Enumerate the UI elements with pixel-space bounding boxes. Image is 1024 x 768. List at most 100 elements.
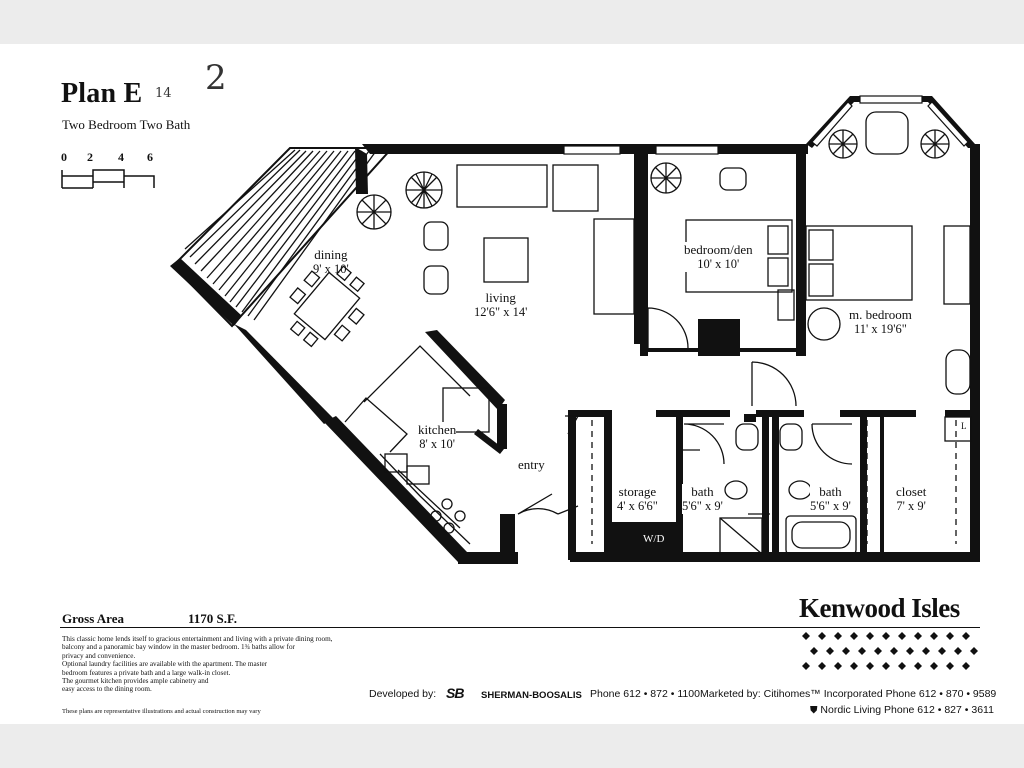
balcony-decking (184, 149, 377, 321)
diamond-ornament (866, 662, 874, 670)
description-line: balcony and a panoramic bay window in th… (62, 643, 295, 652)
description-line: This classic home lends itself to gracio… (62, 635, 333, 643)
diamond-ornament (834, 662, 842, 670)
diamond-ornament (818, 632, 826, 640)
description-line: bedroom features a private bath and a la… (62, 668, 231, 677)
room-label-m-bedroom: m. bedroom 11' x 19'6" (849, 307, 912, 337)
master-bed (805, 225, 913, 301)
scale-label-4: 4 (118, 150, 124, 164)
room-name-storage: storage (618, 484, 657, 499)
room-dim-bedroom-den: 10' x 10' (697, 257, 740, 271)
floor-plan-sheet: Plan E 14 2 Two Bedroom Two Bath 0 2 4 6 (0, 44, 1024, 724)
nordic-shield-icon: ⛊ (810, 705, 818, 716)
scale-bar (61, 169, 155, 189)
nordic-living-text: Nordic Living Phone 612 • 827 • 3611 (820, 704, 994, 716)
description-line: privacy and convenience. (62, 651, 136, 660)
diamond-ornament (882, 632, 890, 640)
dining-table (289, 265, 365, 348)
room-dim-m-bedroom: 11' x 19'6" (853, 322, 907, 336)
room-name-bath-2: bath (819, 484, 842, 499)
room-dim-dining: 9' x 10' (313, 262, 349, 276)
room-label-closet: closet 7' x 9' (896, 484, 926, 514)
room-name-bedroom-den: bedroom/den (684, 242, 753, 257)
windows (563, 95, 969, 155)
floor-plan-drawing (170, 95, 980, 564)
diamond-ornament (802, 662, 810, 670)
room-name-kitchen: kitchen (418, 422, 457, 437)
gross-area-label: Gross Area (62, 611, 124, 626)
room-name-m-bedroom: m. bedroom (849, 307, 912, 322)
diamond-ornament (850, 662, 858, 670)
diamond-ornament (882, 662, 890, 670)
diamond-ornament (970, 647, 978, 655)
diamond-ornament (962, 632, 970, 640)
developer-logo: SB (446, 685, 464, 701)
diamond-ornament (914, 662, 922, 670)
room-label-bedroom-den: bedroom/den 10' x 10' (684, 242, 753, 272)
description-line: Optional laundry facilities are availabl… (62, 660, 268, 669)
diamond-ornament (826, 647, 834, 655)
room-dim-storage: 4' x 6'6" (617, 499, 658, 513)
developer-phone: Phone 612 • 872 • 1100 (590, 688, 700, 700)
room-dim-living: 12'6" x 14' (474, 305, 528, 319)
description-line: easy access to the dining room. (62, 685, 152, 694)
diamond-ornament (874, 647, 882, 655)
couch-right (593, 218, 635, 315)
closet-l-label: L (961, 421, 967, 431)
diamond-ornament (946, 632, 954, 640)
diamond-ornament (938, 647, 946, 655)
developer-name: SHERMAN-BOOSALIS (481, 690, 582, 701)
kitchen-exterior-wall (324, 416, 467, 562)
balcony-wall (170, 258, 242, 326)
description: This classic home lends itself to gracio… (62, 635, 362, 694)
scale-label-6: 6 (147, 150, 153, 164)
footer-rule (60, 627, 980, 628)
room-dim-closet: 7' x 9' (896, 499, 926, 513)
diamond-ornament (922, 647, 930, 655)
room-label-kitchen: kitchen 8' x 10' (418, 422, 457, 452)
diamond-ornament (906, 647, 914, 655)
diamond-ornament (954, 647, 962, 655)
brand-diamond-pattern (802, 632, 978, 670)
diamond-ornament (858, 647, 866, 655)
handwritten-note-large: 2 (205, 58, 227, 98)
chair-1 (423, 221, 449, 251)
diamond-ornament (946, 662, 954, 670)
diamond-ornament (810, 647, 818, 655)
diamond-ornament (914, 632, 922, 640)
room-name-dining: dining (314, 247, 348, 262)
plan-subtitle: Two Bedroom Two Bath (62, 117, 191, 132)
disclaimer: These plans are representative illustrat… (62, 708, 261, 715)
handwritten-note-small: 14 (155, 86, 172, 101)
diamond-ornament (818, 662, 826, 670)
developed-by-label: Developed by: (369, 688, 437, 700)
room-label-storage: storage 4' x 6'6" (617, 484, 658, 514)
brand-name: Kenwood Isles (799, 593, 960, 623)
diamond-ornament (866, 632, 874, 640)
room-name-living: living (485, 290, 516, 305)
room-dim-bath-2: 5'6" x 9' (810, 499, 851, 513)
room-label-bath-2: bath 5'6" x 9' (810, 484, 851, 514)
diamond-ornament (850, 632, 858, 640)
diamond-ornament (842, 647, 850, 655)
diamond-ornament (898, 632, 906, 640)
diamond-ornament (962, 662, 970, 670)
room-name-bath-1: bath (691, 484, 714, 499)
bedroom-den-closet-block (698, 319, 740, 356)
diamond-ornament (930, 662, 938, 670)
scale-label-2: 2 (87, 150, 93, 164)
coffee-table (483, 237, 529, 283)
description-line: The gourmet kitchen provides ample cabin… (62, 677, 209, 686)
room-label-bath-1: bath 5'6" x 9' (682, 484, 723, 514)
room-label-living: living 12'6" x 14' (474, 290, 527, 320)
gross-area-value: 1170 S.F. (188, 611, 238, 626)
wd-label: W/D (643, 533, 665, 545)
chair-2 (423, 265, 449, 295)
room-dim-bath-1: 5'6" x 9' (682, 499, 723, 513)
diamond-ornament (890, 647, 898, 655)
plan-title: Plan E (61, 78, 143, 109)
chair-top-right (552, 164, 599, 212)
diamond-ornament (898, 662, 906, 670)
diamond-ornament (834, 632, 842, 640)
room-dim-kitchen: 8' x 10' (419, 437, 456, 451)
